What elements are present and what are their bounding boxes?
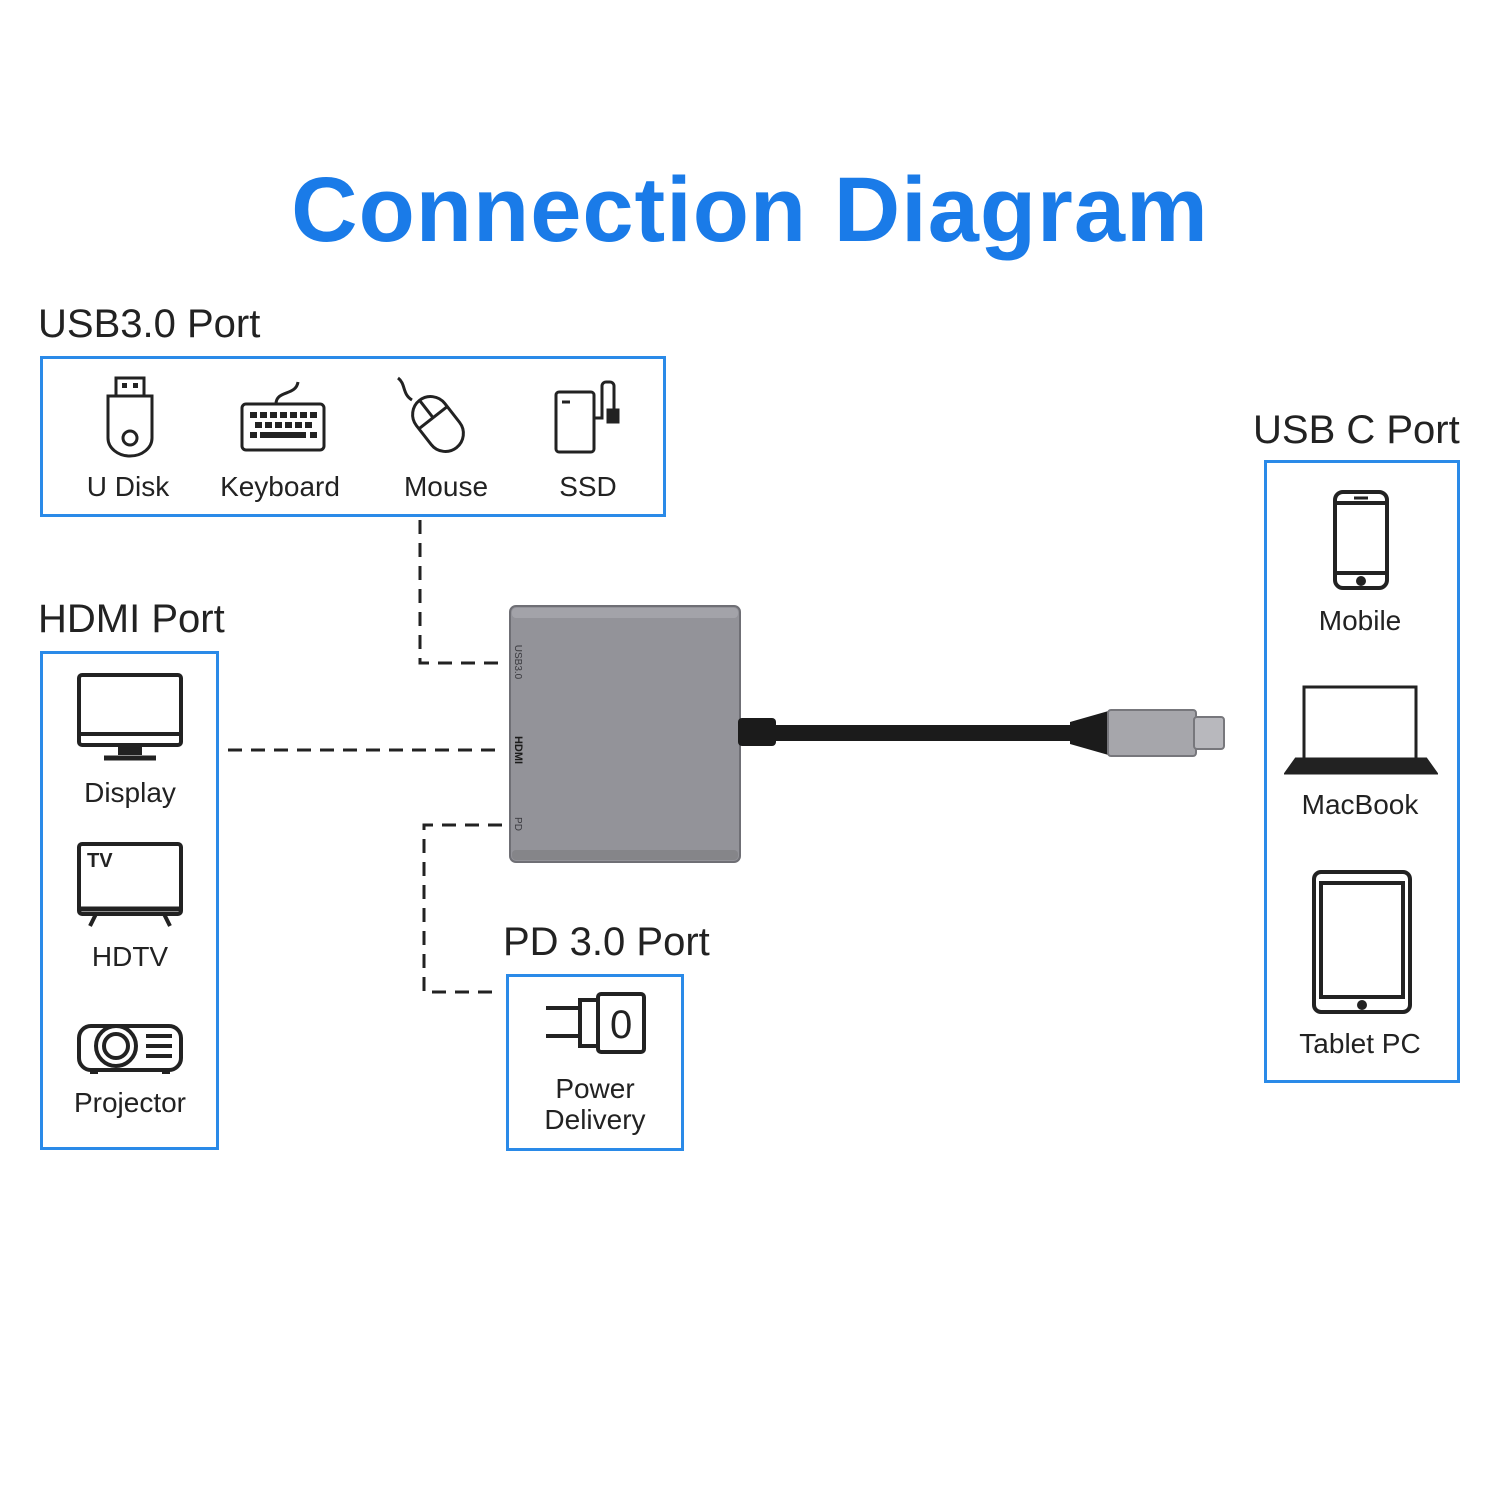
connector-strain-relief [1070, 710, 1112, 756]
usb3-item-label: Keyboard [220, 471, 340, 502]
usb-c-plug-shell [1107, 709, 1197, 757]
usb3-item-label: SSD [559, 471, 617, 502]
pd-label-line2: Delivery [544, 1104, 646, 1135]
usb3-item-label: U Disk [86, 471, 170, 502]
hub-adapter [509, 605, 1225, 863]
hdmi-section-label: HDMI Port [38, 597, 225, 641]
usbc-item-label: Tablet PC [1299, 1028, 1421, 1059]
usb3-connector-line [418, 520, 502, 665]
hub-port-pd-label: PD [512, 817, 523, 831]
cable-strain-relief [738, 718, 776, 746]
hub-port-hdmi-label: HDMI [512, 736, 524, 764]
pd-label-line1: Power [555, 1073, 635, 1104]
usbc-item-label: Mobile [1318, 605, 1402, 636]
mouse-icon [396, 376, 476, 458]
usbc-item-label: MacBook [1301, 789, 1419, 820]
pd-section-label: PD 3.0 Port [503, 920, 710, 964]
tablet-icon [1311, 869, 1413, 1015]
usb-c-cable [770, 725, 1080, 741]
ssd-icon [552, 378, 624, 456]
pd-connector-line [422, 823, 502, 994]
svg-text:TV: TV [87, 850, 113, 872]
power-plug-icon: 0 [544, 990, 648, 1056]
usb-drive-icon [104, 376, 156, 458]
svg-text:0: 0 [610, 1003, 632, 1047]
projector-icon [76, 1018, 184, 1078]
hdmi-item-label: HDTV [91, 941, 169, 972]
usb-c-plug-tip [1193, 716, 1225, 750]
tv-icon: TV [76, 841, 184, 929]
pd-item-label: Power Delivery [520, 1073, 670, 1135]
usb3-item-label: Mouse [403, 471, 489, 502]
monitor-icon [76, 672, 184, 764]
keyboard-icon [240, 380, 326, 454]
usb3-section-label: USB3.0 Port [38, 302, 261, 346]
usbc-section-label: USB C Port [1253, 408, 1460, 452]
laptop-icon [1284, 684, 1438, 778]
phone-icon [1332, 489, 1390, 591]
hdmi-item-label: Display [84, 777, 176, 808]
hdmi-item-label: Projector [73, 1087, 187, 1118]
diagram-title: Connection Diagram [291, 159, 1209, 261]
hub-port-usb-label: USB3.0 [512, 645, 523, 680]
